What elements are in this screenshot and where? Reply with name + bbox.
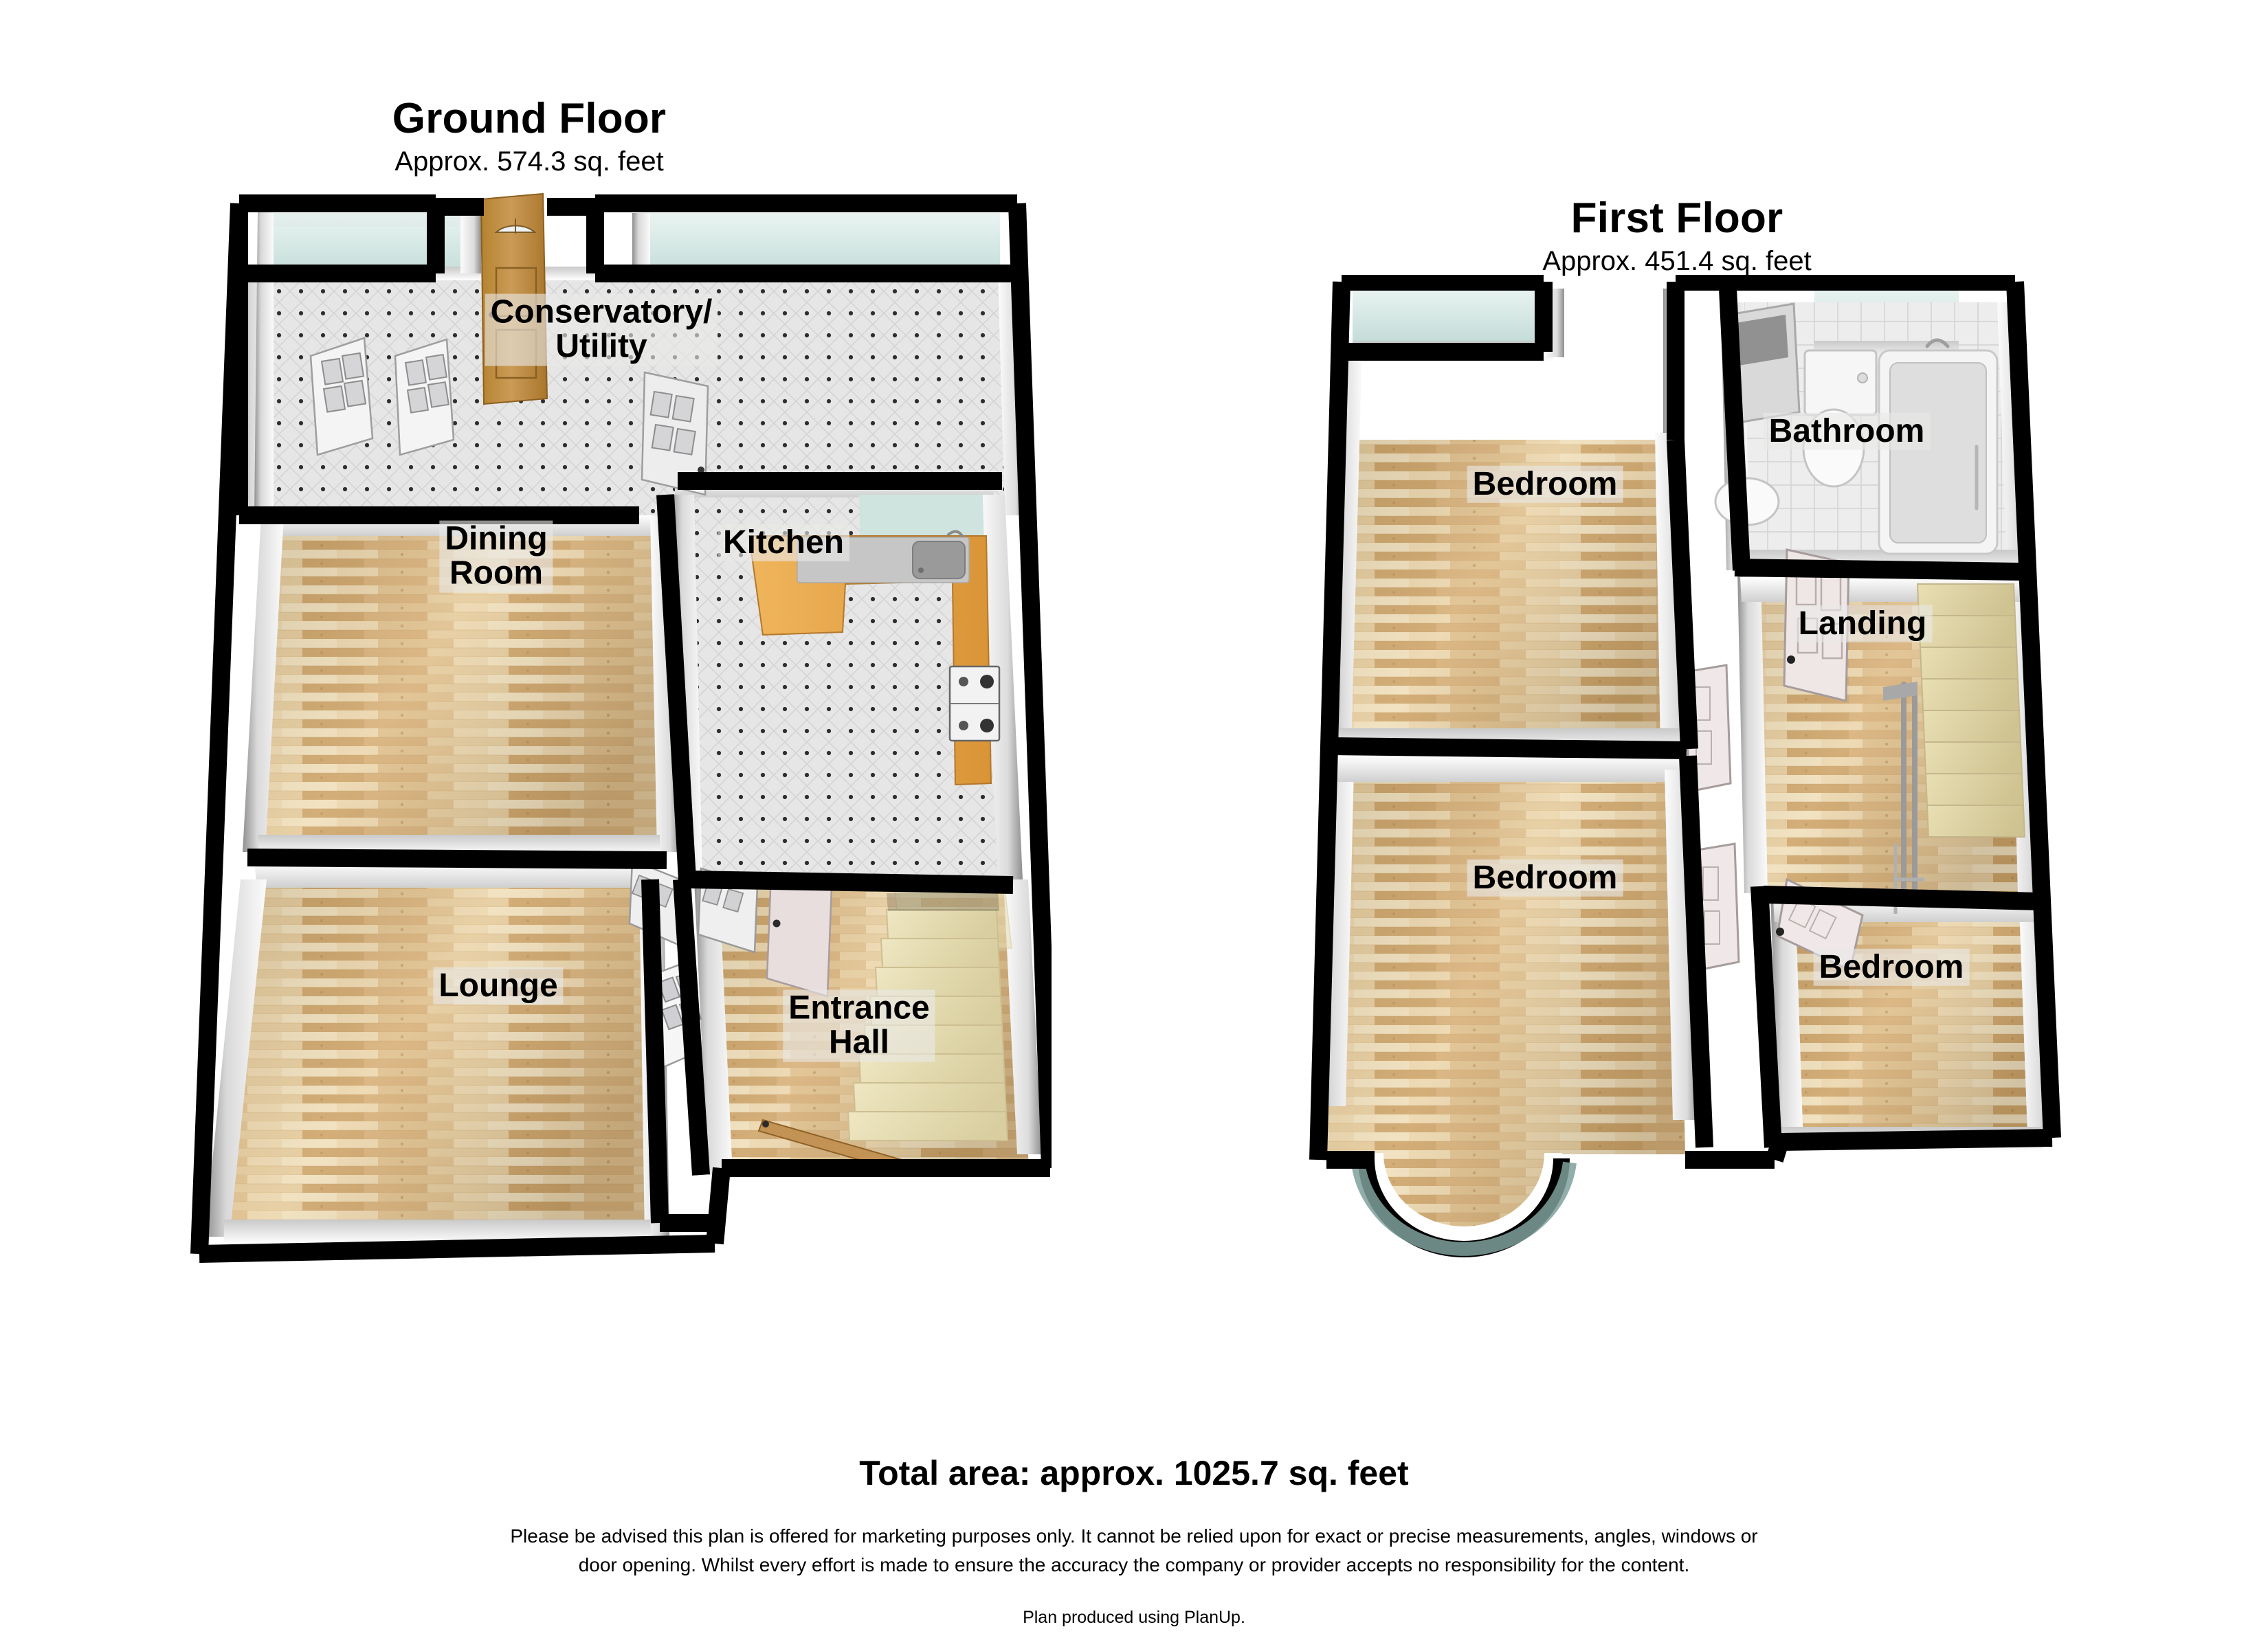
balustrade [1901,682,1917,896]
disclaimer-text: Please be advised this plan is offered f… [0,1522,2268,1580]
kitchen-hob [948,665,1001,742]
room-label-conservatory-utility: Conservatory/ Utility [485,293,718,366]
room-label-entrance-hall: Entrance Hall [783,989,935,1062]
room-label-bedroom-right: Bedroom [1813,948,1970,987]
room-label-bedroom-top: Bedroom [1467,465,1623,504]
total-area-text: Total area: approx. 1025.7 sq. feet [859,1454,1409,1492]
ground-floor-outline [190,194,1052,1263]
lounge-door[interactable] [766,871,833,998]
glazing-left [268,213,471,273]
conservatory-door-right[interactable] [394,338,455,456]
room-label-bathroom: Bathroom [1763,412,1931,451]
shower-screen [1728,302,1801,425]
bedroom-1-window-recess [1353,289,1553,350]
disclaimer-line-2: door opening. Whilst every effort is mad… [578,1554,1690,1575]
kitchen-door[interactable] [641,371,709,496]
bay-window [1351,1152,1577,1257]
room-label-kitchen: Kitchen [717,524,850,562]
ground-floor-area: Approx. 574.3 sq. feet [394,146,664,177]
ground-floor-title-block: Ground Floor Approx. 574.3 sq. feet [247,96,811,177]
room-label-lounge: Lounge [433,967,564,1005]
conservatory-floor [249,273,1014,515]
first-floor-title: First Floor [1570,194,1783,242]
ground-floor-title: Ground Floor [392,95,667,142]
room-label-landing: Landing [1792,605,1933,643]
glazing-right [643,213,1000,273]
first-floor-area: Approx. 451.4 sq. feet [1542,246,1812,277]
bath-tub [1878,338,1999,555]
first-floor-title-block: First Floor Approx. 451.4 sq. feet [1395,196,1959,277]
first-floor-outline [1309,275,2061,1169]
disclaimer-line-1: Please be advised this plan is offered f… [510,1525,1758,1547]
kitchen-sink [912,541,966,579]
staircase-down [1883,583,2026,914]
conservatory-door-left[interactable] [309,337,374,456]
room-label-dining-room: Dining Room [439,520,553,593]
first-floor-drawing [1309,275,2061,1257]
produced-by-text: Plan produced using PlanUp. [1023,1608,1245,1627]
room-label-bedroom-mid: Bedroom [1467,859,1623,897]
